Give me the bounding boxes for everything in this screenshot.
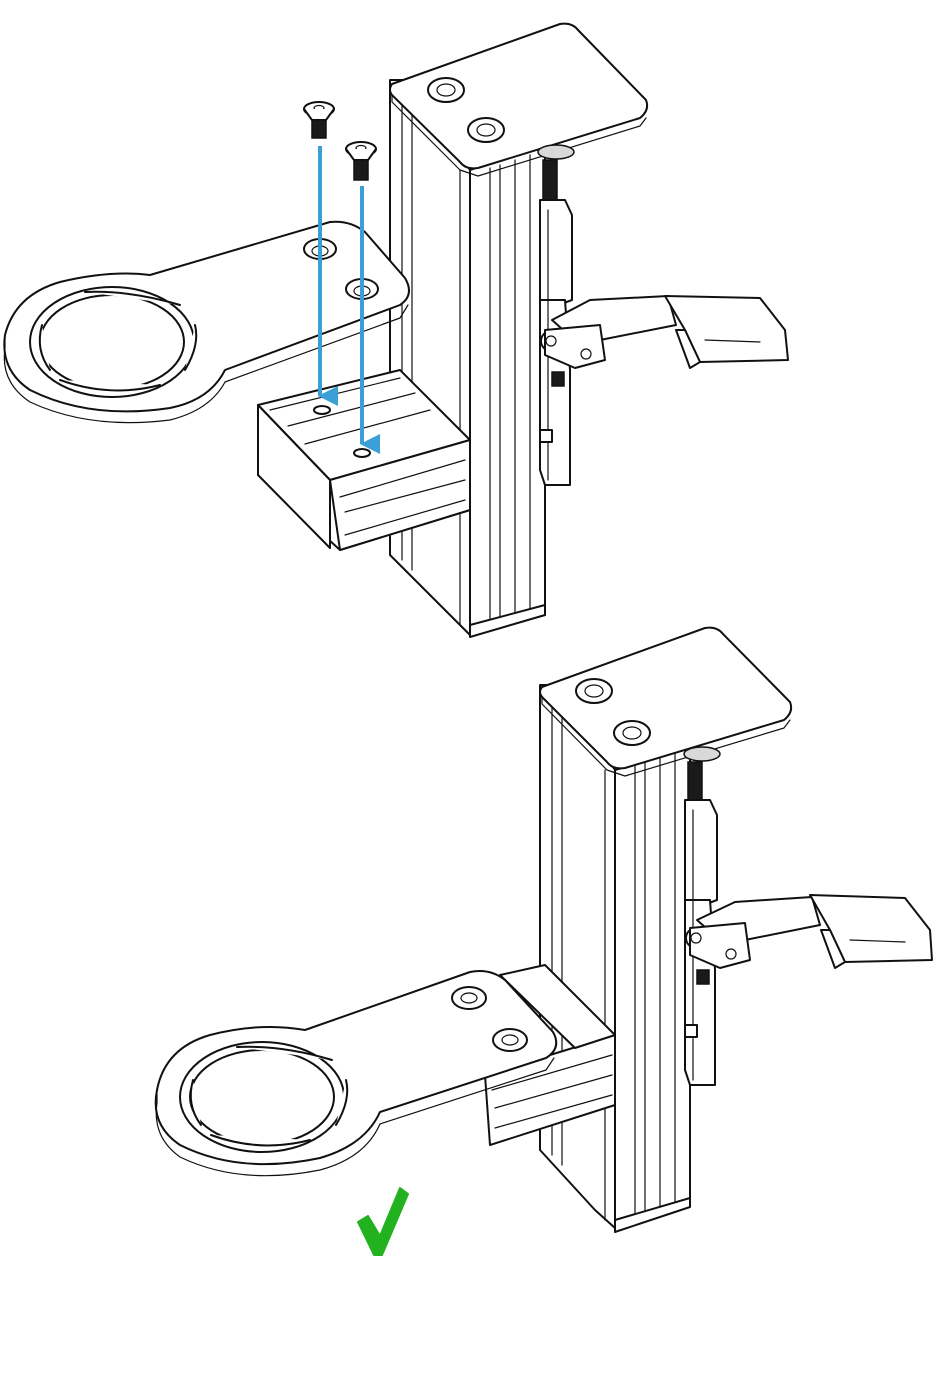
screw-icon [346, 142, 376, 180]
top-plate-bolt-1 [576, 679, 612, 703]
step-2-illustration [156, 628, 932, 1232]
top-plate-bolt-1 [428, 78, 464, 102]
top-plate-bolt-2 [468, 118, 504, 142]
toggle-clamp [538, 145, 788, 485]
step-1-illustration [4, 24, 788, 637]
ring-holder-plate [156, 971, 557, 1176]
screw-icon [304, 102, 334, 138]
holder-bolt-2 [493, 1029, 527, 1051]
checkmark-icon [358, 1188, 408, 1255]
holder-bolt-1 [452, 987, 486, 1009]
toggle-clamp [684, 747, 932, 1085]
top-plate-bolt-2 [614, 721, 650, 745]
